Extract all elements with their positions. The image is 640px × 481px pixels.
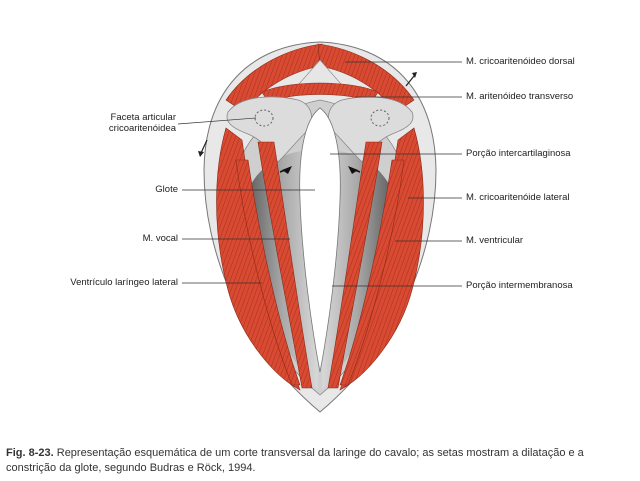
label-lateral-muscle: M. cricoaritenóide lateral: [466, 192, 570, 203]
caption-figure-number: Fig. 8-23.: [6, 447, 54, 459]
label-ventricular-muscle: M. ventricular: [466, 235, 523, 246]
caption-text: Representação esquemática de um corte tr…: [6, 447, 584, 474]
label-vocal-muscle: M. vocal: [120, 233, 178, 244]
label-articular-facet-line2: cricoaritenóidea: [86, 123, 176, 134]
label-transverse-muscle: M. aritenóideo transverso: [466, 91, 573, 102]
arrow-up-right-icon: [406, 72, 417, 86]
figure-caption: Fig. 8-23. Representação esquemática de …: [6, 446, 634, 476]
label-intermembranous-portion: Porção intermembranosa: [466, 280, 573, 291]
label-articular-facet-line1: Faceta articular: [96, 112, 176, 123]
label-dorsal-muscle: M. cricoaritenóideo dorsal: [466, 56, 575, 67]
label-glottis: Glote: [120, 184, 178, 195]
label-lateral-ventricle: Ventrículo laríngeo lateral: [40, 277, 178, 288]
label-intercartilaginous-portion: Porção intercartilaginosa: [466, 148, 571, 159]
